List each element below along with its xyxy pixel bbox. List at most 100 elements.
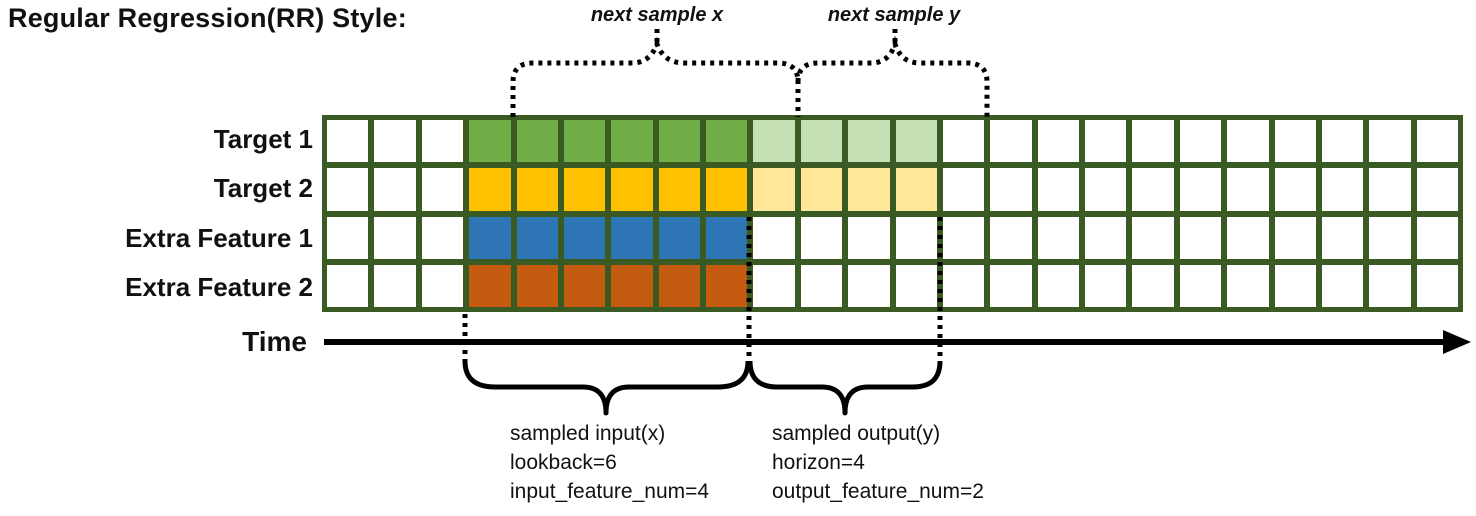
grid-cell [800,120,843,163]
grid-cell [1321,264,1364,307]
grid-cell [421,264,464,307]
row-label-target-1: Target 1 [213,124,313,155]
grid-cell [990,168,1032,211]
grid-cell [1179,264,1222,307]
grid-cell [374,120,416,163]
row-label-extra-feature-2: Extra Feature 2 [125,271,313,302]
grid-cell [1085,216,1127,259]
grid-cell [421,168,464,211]
time-axis-arrow [324,330,1471,354]
grid-cell [800,264,843,307]
grid-cell [658,168,700,211]
grid-cell [563,120,606,163]
grid-cell [1321,216,1364,259]
grid-cell [1179,216,1222,259]
grid-cell [374,216,416,259]
grid-cell [421,216,464,259]
grid-cell [1416,264,1458,307]
row-labels: Target 1 Target 2 Extra Feature 1 Extra … [0,115,313,312]
grid-cell [516,120,558,163]
grid-cell [753,168,795,211]
grid-cell [1274,168,1316,211]
grid-cell [611,264,653,307]
grid-cell [1321,168,1364,211]
grid-cell [1274,264,1316,307]
grid-cell [990,120,1032,163]
grid-cell [990,216,1032,259]
row-label-extra-feature-1: Extra Feature 1 [125,222,313,253]
grid-cell [706,264,748,307]
grid-cell [1321,120,1364,163]
time-axis-label: Time [242,326,307,357]
grid-cell [1416,120,1458,163]
grid-cell [848,120,890,163]
grid-cell [374,168,416,211]
grid-cell [1416,168,1458,211]
grid-cell [848,264,890,307]
grid-cell [1132,264,1174,307]
sampled-input-brace-icon [462,360,751,416]
grid-cell [1085,168,1127,211]
grid-cell [895,120,937,163]
grid-cell [1037,120,1079,163]
grid-cell [658,120,700,163]
diagram-title: Regular Regression(RR) Style: [8,3,407,33]
grid-cell [1369,216,1411,259]
grid-cell [706,120,748,163]
grid-cell [469,168,511,211]
grid-cell [327,216,369,259]
next-sample-y-label: next sample y [827,4,961,26]
sampled-input-caption: sampled input(x) lookback=6 input_featur… [510,419,709,506]
grid-cell [942,264,985,307]
grid-cell [895,168,937,211]
sampled-output-brace-icon [747,360,943,416]
next-sample-braces [510,26,990,117]
grid-cell [1274,216,1316,259]
grid-cell [895,216,937,259]
grid-cell [800,216,843,259]
grid-cell [706,168,748,211]
grid-cell [848,168,890,211]
grid-cell [469,264,511,307]
grid-cell [1227,168,1269,211]
grid-cell [1369,168,1411,211]
grid-cell [848,216,890,259]
grid-cell [895,264,937,307]
grid-cell [706,216,748,259]
time-series-grid [322,115,1463,312]
next-sample-x-label: next sample x [590,4,724,26]
grid-cell [1274,120,1316,163]
grid-cell [658,216,700,259]
grid-cell [1132,120,1174,163]
grid-cell [1132,216,1174,259]
grid-cell [1037,216,1079,259]
row-label-target-2: Target 2 [213,173,313,204]
grid-cell [1227,264,1269,307]
grid-cell [990,264,1032,307]
arrowhead-icon [1443,330,1471,354]
horizon-value: horizon=4 [772,451,865,474]
grid-cell [516,216,558,259]
sampled-output-title: sampled output(y) [772,422,941,445]
grid-cell [1227,216,1269,259]
grid-cell [1227,120,1269,163]
grid-cell [1179,120,1222,163]
grid-cell [611,168,653,211]
grid-cell [1369,120,1411,163]
grid-cell [516,168,558,211]
sampled-output-caption: sampled output(y) horizon=4 output_featu… [772,419,984,506]
output-feature-num-value: output_feature_num=2 [772,480,984,503]
sampled-window-braces [462,360,943,416]
grid-cell [753,120,795,163]
grid-cell [1085,264,1127,307]
grid-cell [753,264,795,307]
grid-cell [327,168,369,211]
grid-cell [611,120,653,163]
grid-cell [942,120,985,163]
grid-cell [942,216,985,259]
grid-cell [611,216,653,259]
grid-cell [374,264,416,307]
grid-cell [1037,264,1079,307]
grid-cell [1085,120,1127,163]
